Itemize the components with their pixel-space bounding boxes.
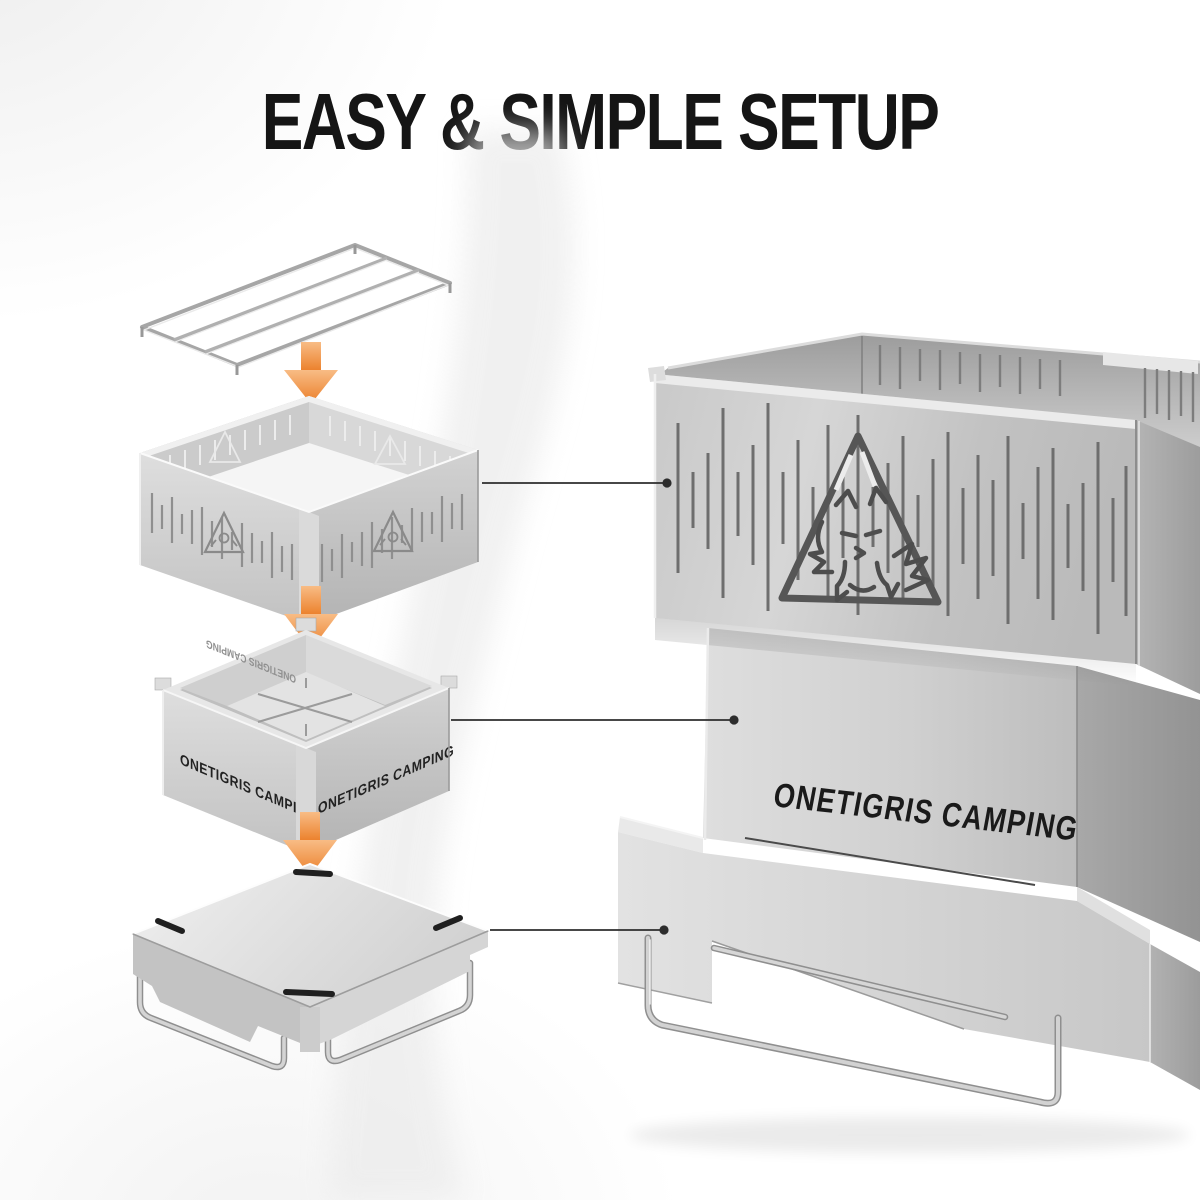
stove-body: ONETIGRIS CAMPING ONETIGRIS CAMPING ONET… (154, 617, 458, 857)
assembled-fire-pit: ONETIGRIS CAMPING (617, 332, 1200, 1153)
tiger-triangle-logo (778, 432, 942, 606)
assembled-windscreen (648, 366, 1200, 694)
base-wire-legs (136, 959, 474, 1071)
ring-front-right-panel (309, 450, 478, 624)
windscreen-ring (139, 396, 479, 628)
assembled-base (617, 816, 1200, 1107)
callout-endpoint-dot (662, 478, 672, 488)
callout-body (451, 715, 739, 725)
callout-endpoint-dot (659, 925, 669, 935)
assembled-body: ONETIGRIS CAMPING (655, 618, 1200, 942)
callout-base (490, 925, 669, 935)
callout-lines (451, 478, 739, 935)
plate-slots (155, 869, 463, 997)
step-arrow-down-3 (283, 812, 337, 876)
tiger-triangle-logo-small (203, 510, 245, 554)
base-skirts (133, 931, 488, 1052)
grill-grate (140, 243, 452, 375)
callout-windscreen (482, 478, 672, 488)
page-title: EASY & SIMPLE SETUP (261, 77, 940, 166)
ring-front-left-panel (140, 453, 309, 624)
callout-endpoint-dot (729, 715, 739, 725)
floor-shadow (630, 1117, 1190, 1153)
windscreen-vent-slits (676, 403, 1128, 634)
step-arrow-down-1 (284, 342, 338, 404)
assembled-back-walls (655, 332, 1200, 452)
assembled-wire-legs (644, 934, 1062, 1107)
base-plate (131, 862, 490, 1071)
tiger-triangle-logo-small (372, 509, 414, 553)
back-wall-vent-slits (878, 345, 1195, 422)
